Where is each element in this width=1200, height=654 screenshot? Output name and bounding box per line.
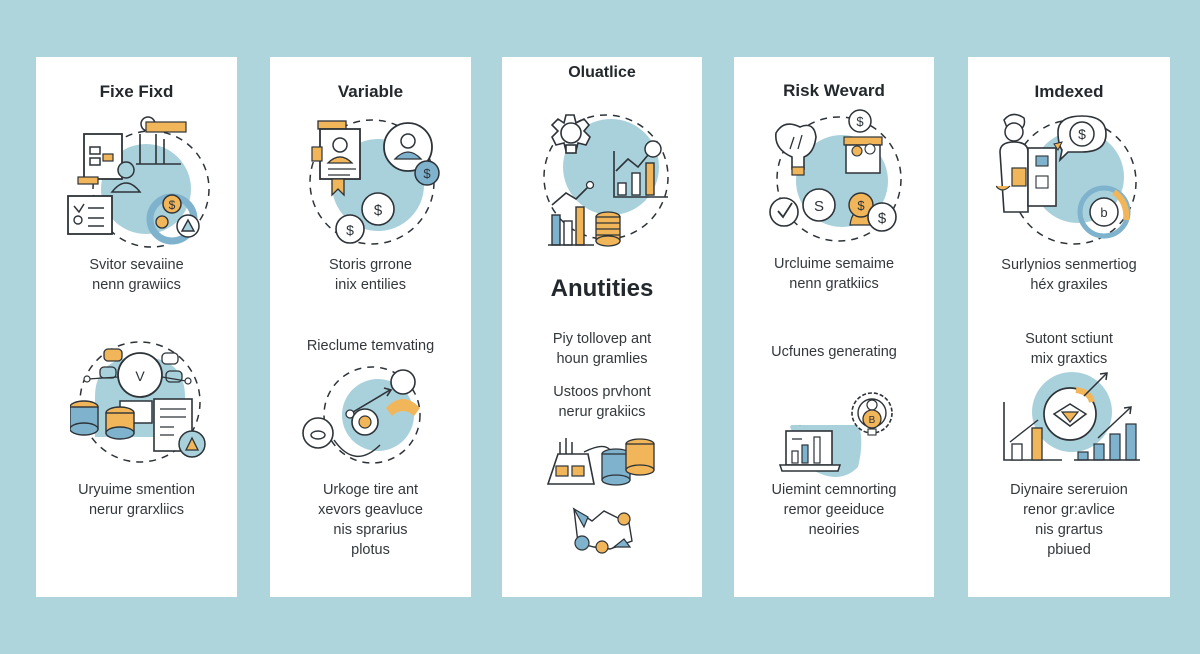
polygon-network-icon (570, 507, 640, 557)
svg-text:$: $ (856, 114, 864, 129)
svg-text:b: b (1100, 205, 1107, 220)
card-title: Imdexed (1034, 82, 1104, 101)
person-dollar-cycle-icon: $ b (996, 112, 1146, 252)
card-caption-1: Urcluime semaime nenn gratkiics (773, 256, 895, 292)
card-caption-1: Surlynios senmertiog héx graxiles (1001, 257, 1137, 293)
svg-text:$: $ (1078, 126, 1086, 142)
factory-coins-icon (544, 432, 664, 488)
card-caption-2: Ustoos prvhont nerur grakiics (553, 384, 651, 420)
svg-text:$: $ (374, 202, 383, 219)
card-caption-1: Svitor sevaiine nenn grawiics (89, 257, 184, 293)
card-caption-2: Diynaire sereruion renor gr:avlice nis g… (1010, 482, 1128, 558)
certificate-person-money-bags-icon: $ $ $ (300, 117, 450, 252)
card-caption-1: Piy tollovep ant houn gramlies (552, 331, 652, 367)
svg-text:$: $ (346, 222, 354, 238)
card-caption-2: Urkoge tire ant xevors geavluce nis spra… (318, 482, 423, 558)
card-indexed: Imdexed $ b Surlynios senmertiog héx gra… (968, 57, 1170, 597)
card-subheading: Sutont sctiunt mix graxtics (1025, 331, 1113, 367)
gear-bulb-coin-icon: B (844, 387, 904, 447)
card-title: Variable (337, 82, 404, 101)
svg-text:S: S (814, 198, 824, 215)
card-subheading: Ucfunes generating (771, 344, 897, 360)
laptop-chart-gear-icon (778, 425, 898, 525)
card-subheading: Rieclume temvating (306, 338, 435, 354)
card-title: Oluatlice (568, 64, 636, 81)
card-title: Fixe Fixd (99, 82, 174, 101)
card-title: Risk Wevard (783, 81, 885, 100)
growth-arrow-person-icon (300, 360, 450, 470)
people-document-coins-icon: $ (66, 114, 216, 254)
card-caption-2: Uryuime smention nerur grarxliics (78, 482, 195, 518)
svg-text:$: $ (878, 210, 887, 227)
gear-bulb-bar-chart-icon (536, 107, 676, 247)
growth-bar-chart-icon (1002, 372, 1142, 467)
svg-text:B: B (869, 415, 876, 426)
card-fixed: Fixe Fixd $ Svitor sevaiine nenn gra (36, 57, 237, 597)
card-variable: Variable $ $ $ Storis grrone inix entili… (270, 57, 471, 597)
card-heading: Anutities (550, 275, 654, 302)
card-caption-2: Uiemint cemnorting remor geeiduce neoiri… (771, 482, 897, 538)
bulb-dollar-risk-icon: $ S $ $ (764, 109, 914, 249)
network-coins-document-icon: V (70, 337, 210, 467)
svg-text:$: $ (423, 166, 431, 181)
card-risk-reward: Risk Wevard $ S $ $ Urcluime semaime nen… (734, 57, 934, 597)
card-caption-1: Storis grrone inix entilies (328, 257, 412, 293)
svg-text:$: $ (169, 198, 176, 212)
svg-text:$: $ (857, 198, 865, 213)
card-annuities: Oluatlice (502, 57, 702, 597)
svg-text:V: V (135, 368, 145, 384)
